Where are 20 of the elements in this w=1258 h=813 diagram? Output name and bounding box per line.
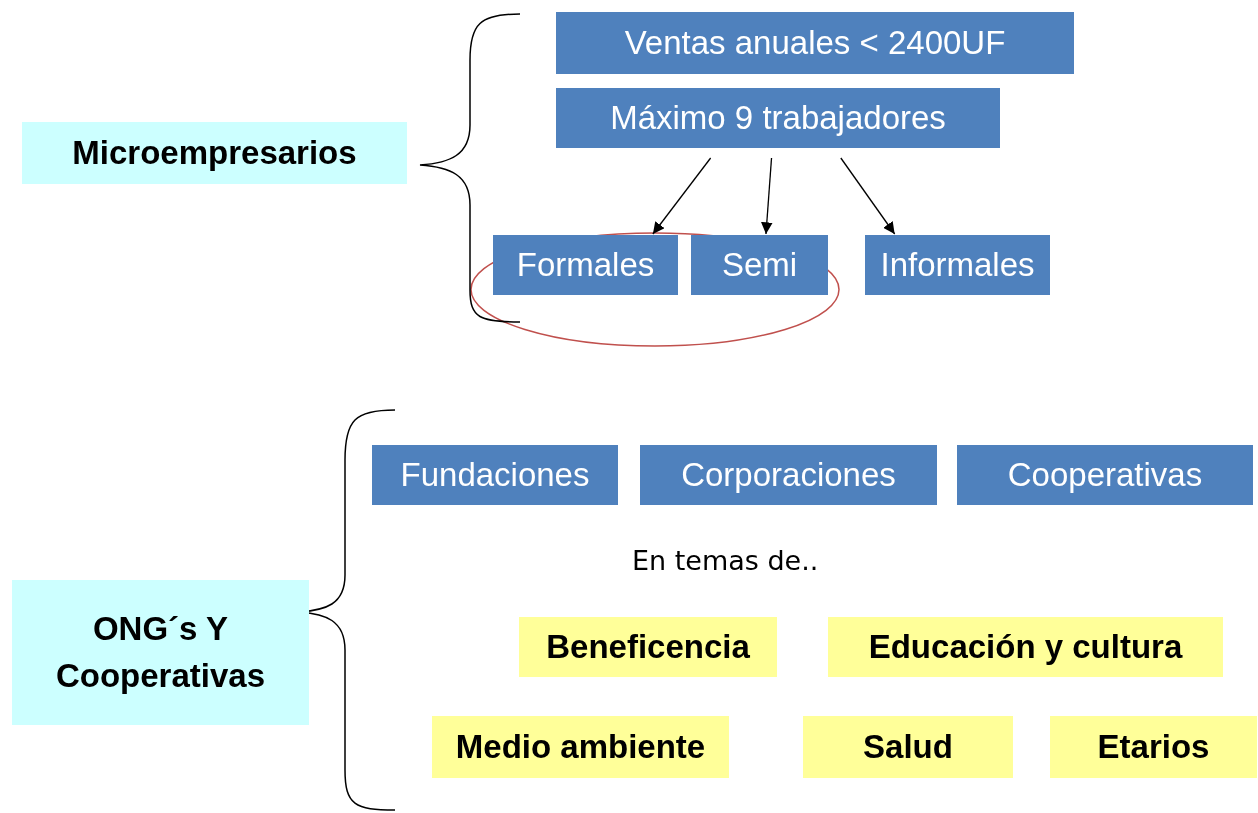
topic-box: Salud <box>803 716 1013 778</box>
arrow <box>652 157 712 235</box>
topic-box: Beneficencia <box>519 617 777 677</box>
category-box: Formales <box>493 235 678 295</box>
note-text: En temas de.. <box>632 545 819 576</box>
criterion-box: Ventas anuales < 2400UF <box>556 12 1074 74</box>
topic-box: Etarios <box>1050 716 1257 778</box>
topic-box: Medio ambiente <box>432 716 729 778</box>
category-box: Corporaciones <box>640 445 937 505</box>
criterion-box: Máximo 9 trabajadores <box>556 88 1000 148</box>
category-label: Microempresarios <box>22 122 407 184</box>
arrow <box>840 157 896 235</box>
ellipse-outline <box>470 232 840 347</box>
arrow <box>761 157 773 235</box>
category-box: Fundaciones <box>372 445 618 505</box>
category-box: Semi <box>691 235 828 295</box>
category-box: Cooperativas <box>957 445 1253 505</box>
category-box: Informales <box>865 235 1050 295</box>
topic-box: Educación y cultura <box>828 617 1223 677</box>
category-label: ONG´s Y Cooperativas <box>12 580 309 725</box>
